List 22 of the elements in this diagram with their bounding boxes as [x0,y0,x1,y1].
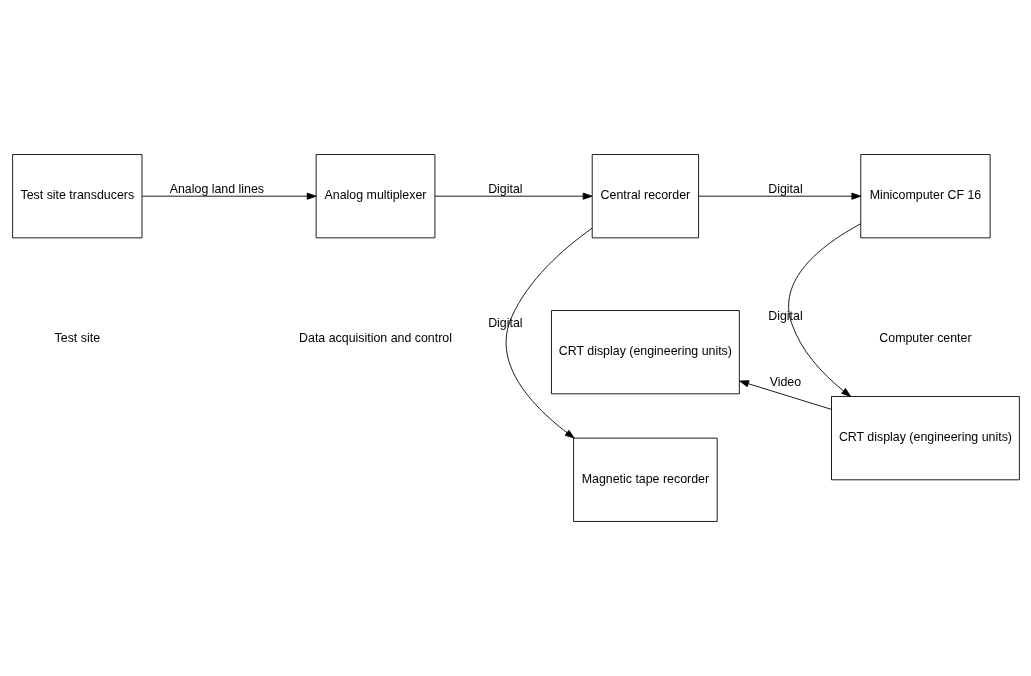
label: Data acquisition and control [298,331,452,346]
node-box: Test site transducers [11,154,142,239]
node-box: Magnetic tape recorder [572,437,718,522]
label: Computer center [878,331,972,346]
node-box: CRT display (engineering units) [550,310,740,395]
edge-label: Digital [767,181,803,196]
arrow [433,192,592,200]
edge-label: Video [769,375,801,390]
edge-label: Digital [487,316,523,331]
node-box: CRT display (engineering units) [830,396,1020,481]
edge-label: Digital [767,309,803,324]
label: Test site [54,331,100,346]
arrow [738,380,832,410]
arrow [787,223,861,397]
edge-label: Analog land lines [169,181,264,196]
node-box: Central recorder [591,154,699,239]
node-box: Analog multiplexer [315,154,435,239]
arrow [697,192,861,200]
edge-label: Digital [487,181,523,196]
arrow [141,192,317,200]
node-box: Minicomputer CF 16 [859,154,991,239]
arrow [505,227,592,439]
